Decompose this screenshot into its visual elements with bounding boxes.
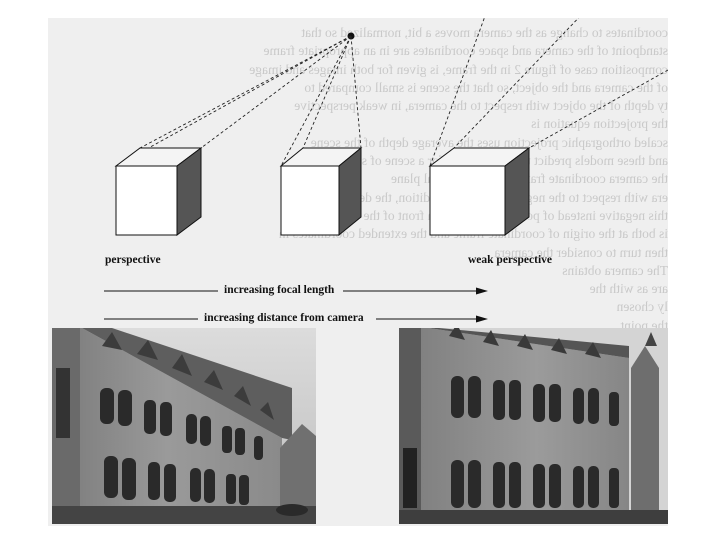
direction-arrows bbox=[104, 287, 488, 323]
label-increasing-distance: increasing distance from camera bbox=[204, 312, 364, 324]
cube-middle bbox=[279, 146, 363, 237]
ray-cube3-right bbox=[528, 69, 668, 149]
ray-cube3-top bbox=[453, 18, 580, 149]
cube-weak-perspective bbox=[428, 147, 531, 236]
cube-perspective bbox=[114, 147, 203, 236]
ray-cube3-left bbox=[429, 18, 485, 167]
ray-cube1-top bbox=[139, 35, 352, 149]
ray-cube2-top bbox=[302, 35, 352, 149]
projection-rays bbox=[115, 18, 668, 167]
label-perspective: perspective bbox=[105, 254, 161, 266]
label-weak-perspective: weak perspective bbox=[468, 254, 552, 266]
photo-weak-perspective-building bbox=[399, 328, 668, 524]
ray-cube2-right bbox=[350, 35, 362, 149]
arrow2-head bbox=[476, 315, 488, 323]
photo-perspective-building bbox=[52, 328, 316, 524]
scanned-book-page: coordinates to change as the camera move… bbox=[48, 18, 668, 526]
label-increasing-focal-length: increasing focal length bbox=[224, 284, 335, 296]
ray-cube1-left bbox=[115, 35, 352, 167]
ray-cube2-left bbox=[280, 35, 352, 167]
ray-cube1-right bbox=[200, 35, 352, 149]
arrow1-head bbox=[476, 287, 488, 295]
projection-diagram bbox=[104, 18, 668, 323]
